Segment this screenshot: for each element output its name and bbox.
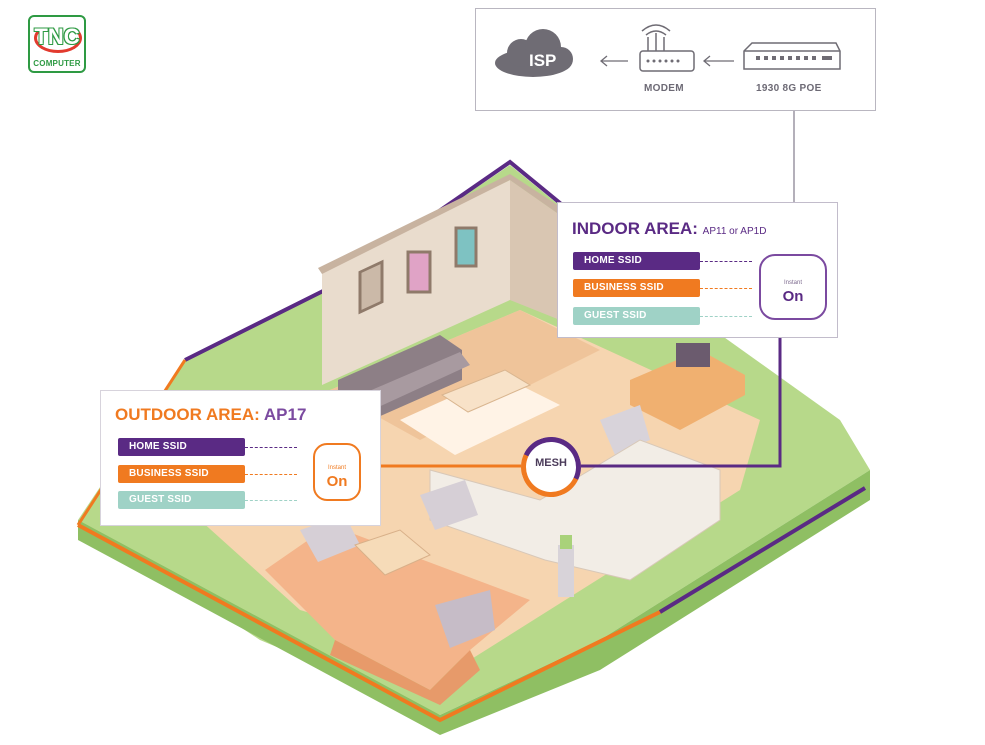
indoor-area-callout: INDOOR AREA: AP11 or AP1D HOME SSID BUSI… bbox=[557, 202, 838, 338]
outdoor-chair-1 bbox=[300, 515, 360, 562]
outdoor-model: AP17 bbox=[263, 405, 307, 424]
desk bbox=[630, 350, 745, 430]
outdoor-area-callout: OUTDOOR AREA: AP17 HOME SSID BUSINESS SS… bbox=[100, 390, 381, 526]
mesh-label: MESH bbox=[535, 457, 567, 469]
indoor-model: AP11 or AP1D bbox=[702, 226, 767, 237]
modem-leds bbox=[646, 59, 680, 63]
indoor-home-ssid: HOME SSID bbox=[573, 252, 700, 270]
patio bbox=[265, 525, 530, 690]
coffee-table bbox=[440, 369, 532, 413]
link-mesh-indoor bbox=[581, 338, 782, 468]
outdoor-guest-ssid: GUEST SSID bbox=[118, 491, 245, 509]
outdoor-table bbox=[354, 529, 431, 576]
modem-label: MODEM bbox=[644, 83, 684, 94]
tnc-logo: TNC COMPUTER bbox=[28, 15, 86, 73]
isp-label: ISP bbox=[529, 51, 557, 70]
indoor-home-dash bbox=[700, 261, 752, 262]
network-icons bbox=[495, 24, 841, 77]
indoor-title: INDOOR AREA: AP11 or AP1D bbox=[572, 219, 766, 239]
fence-orange bbox=[77, 523, 661, 723]
switch-label: 1930 8G POE bbox=[756, 83, 822, 94]
outdoor-chair-3 bbox=[435, 590, 495, 648]
patio-step bbox=[330, 640, 480, 705]
outdoor-home-dash bbox=[245, 447, 297, 448]
fence-purple bbox=[658, 486, 867, 614]
indoor-guest-ssid: GUEST SSID bbox=[573, 307, 700, 325]
frame-1 bbox=[358, 259, 384, 315]
outdoor-ap-post bbox=[558, 545, 574, 597]
logo-ring bbox=[34, 23, 82, 53]
outdoor-ap-mark: On bbox=[326, 473, 348, 490]
outdoor-guest-dash bbox=[245, 500, 297, 501]
outdoor-title: OUTDOOR AREA: AP17 bbox=[115, 405, 306, 425]
indoor-ap-device: Instant On bbox=[759, 254, 827, 320]
outdoor-ap-brand: Instant bbox=[327, 465, 346, 471]
frame-3 bbox=[454, 226, 478, 268]
indoor-title-text: INDOOR AREA: bbox=[572, 219, 698, 238]
network-chain-box: ISP MODEM 1930 8G POE bbox=[475, 8, 876, 111]
switch-ports bbox=[756, 56, 832, 60]
rug bbox=[400, 375, 560, 455]
outdoor-chair-2 bbox=[420, 480, 478, 530]
outdoor-home-ssid: HOME SSID bbox=[118, 438, 245, 456]
indoor-ap-brand: Instant bbox=[783, 280, 802, 286]
indoor-ap-mark: On bbox=[782, 288, 804, 305]
indoor-business-dash bbox=[700, 288, 752, 289]
cloud-icon bbox=[495, 29, 573, 77]
modem-icon bbox=[639, 24, 695, 72]
arrow-left-icon-2 bbox=[702, 55, 734, 67]
logo-subtitle: COMPUTER bbox=[33, 59, 81, 68]
back-wall-right bbox=[510, 180, 560, 320]
monitor bbox=[676, 343, 710, 367]
indoor-business-ssid: BUSINESS SSID bbox=[573, 279, 700, 297]
outdoor-business-dash bbox=[245, 474, 297, 475]
outdoor-ap-head bbox=[560, 535, 572, 549]
arrow-left-icon bbox=[599, 55, 628, 67]
outdoor-ap-device: Instant On bbox=[313, 443, 361, 501]
outdoor-business-ssid: BUSINESS SSID bbox=[118, 465, 245, 483]
sofa-seat bbox=[360, 352, 470, 410]
frame-2 bbox=[406, 250, 432, 294]
logo-text: TNC bbox=[34, 24, 80, 49]
outdoor-title-text: OUTDOOR AREA: bbox=[115, 405, 260, 424]
indoor-guest-dash bbox=[700, 316, 752, 317]
